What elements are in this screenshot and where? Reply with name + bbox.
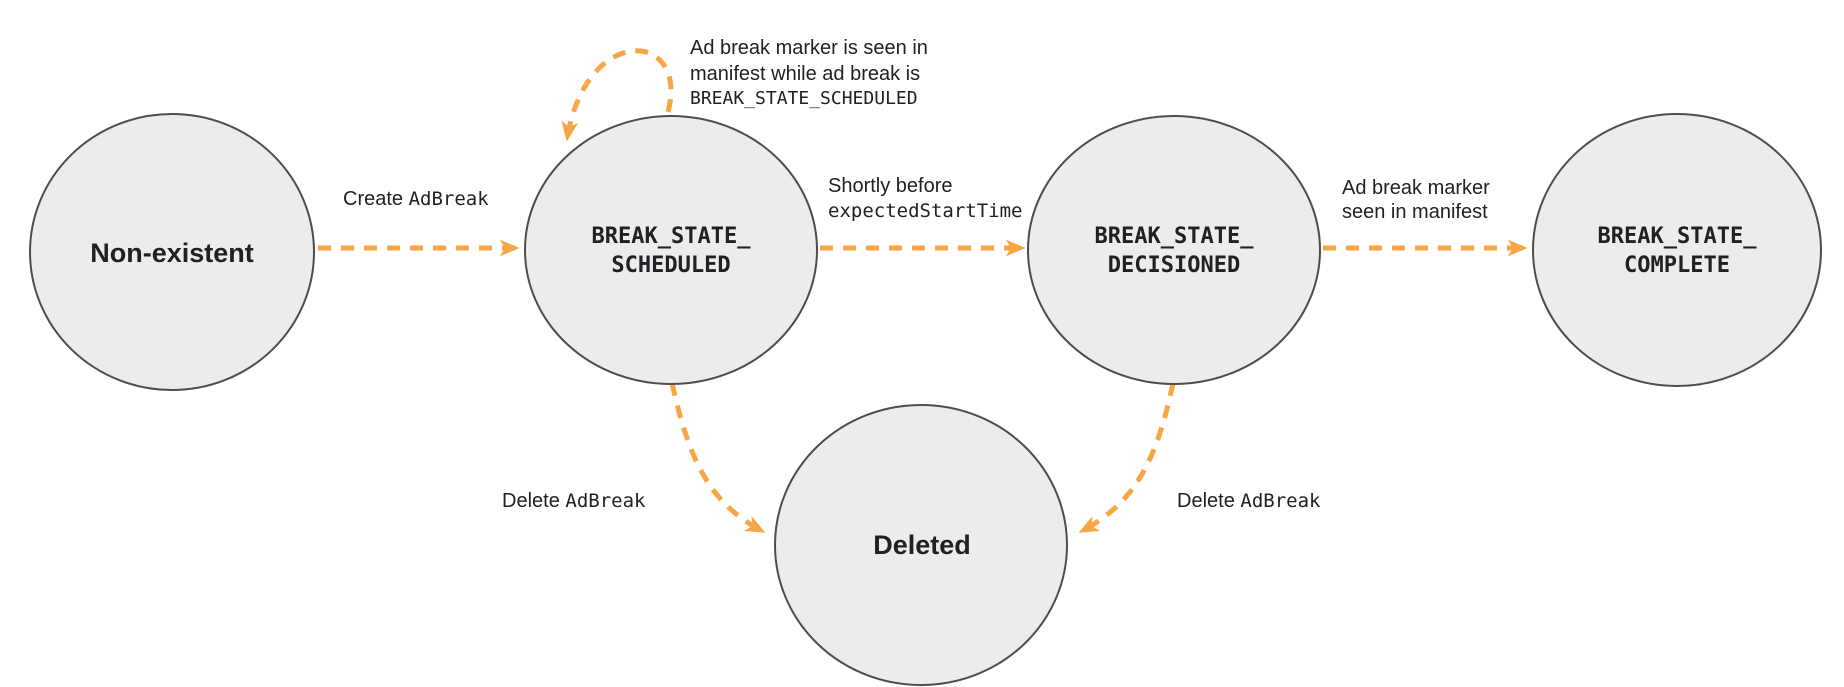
state-label-complete-line2: COMPLETE: [1624, 253, 1730, 278]
edge-label-create-adbreak: Create AdBreak: [343, 188, 489, 210]
state-node-break-state-complete: [1532, 113, 1822, 387]
state-node-deleted: [774, 404, 1068, 686]
edge-label-self-loop-line2: manifest while ad break is: [690, 63, 920, 85]
edge-label-delete-left-code: AdBreak: [565, 490, 646, 512]
edge-label-create-code: AdBreak: [409, 188, 490, 210]
edge-label-decision-line1: Shortly before: [828, 175, 953, 197]
state-node-break-state-scheduled: [524, 115, 818, 385]
edge-label-delete-adbreak-right: Delete AdBreak: [1177, 490, 1321, 512]
edge-scheduled-to-deleted: [669, 382, 766, 535]
state-label-decisioned-line2: DECISIONED: [1108, 253, 1240, 278]
state-label-non-existent: Non-existent: [90, 238, 254, 268]
edge-label-decision-code: expectedStartTime: [828, 200, 1022, 222]
state-label-scheduled-line2: SCHEDULED: [611, 253, 730, 278]
edge-label-delete-adbreak-left: Delete AdBreak: [502, 490, 646, 512]
edge-label-delete-right-code: AdBreak: [1240, 490, 1321, 512]
state-label-scheduled-line1: BREAK_STATE_: [592, 224, 752, 249]
edge-label-delete-right-plain: Delete: [1177, 490, 1240, 512]
edge-label-complete-line2: seen in manifest: [1342, 201, 1488, 223]
edge-label-self-loop-line1: Ad break marker is seen in: [690, 37, 928, 59]
state-node-break-state-decisioned: [1027, 115, 1321, 385]
edge-label-delete-left-plain: Delete: [502, 490, 565, 512]
edge-label-create-plain: Create: [343, 188, 409, 210]
edge-label-self-loop-code: BREAK_STATE_SCHEDULED: [690, 88, 918, 109]
state-label-deleted: Deleted: [873, 530, 971, 560]
state-label-decisioned-line1: BREAK_STATE_: [1095, 224, 1255, 249]
state-node-non-existent: [29, 113, 315, 391]
state-label-complete-line1: BREAK_STATE_: [1598, 224, 1758, 249]
edge-self-loop-scheduled: [561, 48, 674, 142]
edge-decisioned-to-deleted: [1078, 382, 1176, 535]
edge-label-complete-line1: Ad break marker: [1342, 177, 1490, 199]
